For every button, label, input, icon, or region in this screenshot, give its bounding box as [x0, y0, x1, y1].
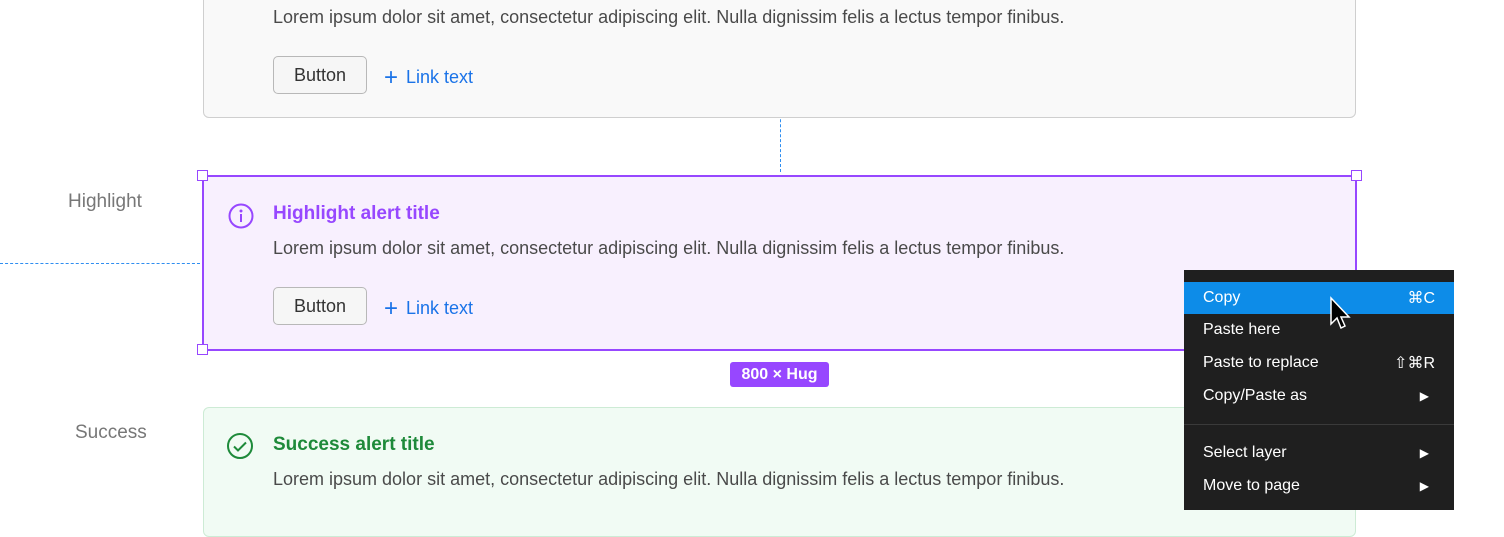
menu-item-paste-here[interactable]: Paste here — [1184, 314, 1454, 346]
alert-body: Lorem ipsum dolor sit amet, consectetur … — [273, 469, 1065, 489]
menu-item-copy[interactable]: Copy ⌘C — [1184, 282, 1454, 314]
alert-title: Highlight alert title — [273, 203, 440, 224]
plus-icon: + — [384, 295, 399, 322]
menu-item-move-to-page[interactable]: Move to page ▶ — [1184, 470, 1454, 502]
shortcut: ⌘C — [1407, 290, 1435, 307]
link-label: Link text — [406, 67, 474, 87]
shortcut: ⇧⌘R — [1394, 355, 1435, 372]
alert-button[interactable]: Button — [273, 287, 367, 325]
plus-icon: + — [384, 64, 399, 91]
alert-button[interactable]: Button — [273, 56, 367, 94]
horizontal-guide — [0, 263, 200, 264]
alert-body: Lorem ipsum dolor sit amet, consectetur … — [273, 7, 1065, 27]
highlight-label: Highlight — [68, 191, 142, 212]
highlight-alert-card[interactable]: Highlight alert title Lorem ipsum dolor … — [202, 175, 1357, 351]
menu-label: Move to page — [1203, 477, 1300, 494]
mouse-cursor-icon — [1330, 296, 1351, 330]
success-label: Success — [75, 422, 147, 443]
menu-divider — [1184, 424, 1454, 425]
menu-label: Paste to replace — [1203, 354, 1319, 371]
alert-title: Success alert title — [273, 434, 435, 455]
menu-label: Copy — [1203, 289, 1241, 306]
alert-body: Lorem ipsum dolor sit amet, consectetur … — [273, 238, 1065, 258]
menu-item-select-layer[interactable]: Select layer ▶ — [1184, 437, 1454, 469]
menu-label: Select layer — [1203, 444, 1287, 461]
menu-label: Paste here — [1203, 321, 1281, 338]
menu-item-paste-to-replace[interactable]: Paste to replace ⇧⌘R — [1184, 347, 1454, 379]
alert-link[interactable]: + Link text — [384, 295, 473, 323]
resize-handle[interactable] — [1351, 170, 1362, 181]
resize-handle[interactable] — [197, 344, 208, 355]
menu-label: Copy/Paste as — [1203, 387, 1308, 404]
alert-link[interactable]: + Link text — [384, 64, 473, 92]
context-menu: Copy ⌘C Paste here Paste to replace ⇧⌘R Co… — [1184, 270, 1454, 510]
resize-handle[interactable] — [197, 170, 208, 181]
check-circle-icon — [227, 433, 253, 459]
menu-item-copy-paste-as[interactable]: Copy/Paste as ▶ — [1184, 380, 1454, 412]
submenu-arrow-icon: ▶ — [1419, 479, 1429, 493]
default-alert-card: Lorem ipsum dolor sit amet, consectetur … — [203, 0, 1356, 118]
submenu-arrow-icon: ▶ — [1419, 446, 1429, 460]
link-label: Link text — [406, 298, 474, 318]
dimension-badge: 800 × Hug — [730, 362, 829, 387]
submenu-arrow-icon: ▶ — [1419, 389, 1429, 403]
info-icon — [228, 203, 254, 229]
